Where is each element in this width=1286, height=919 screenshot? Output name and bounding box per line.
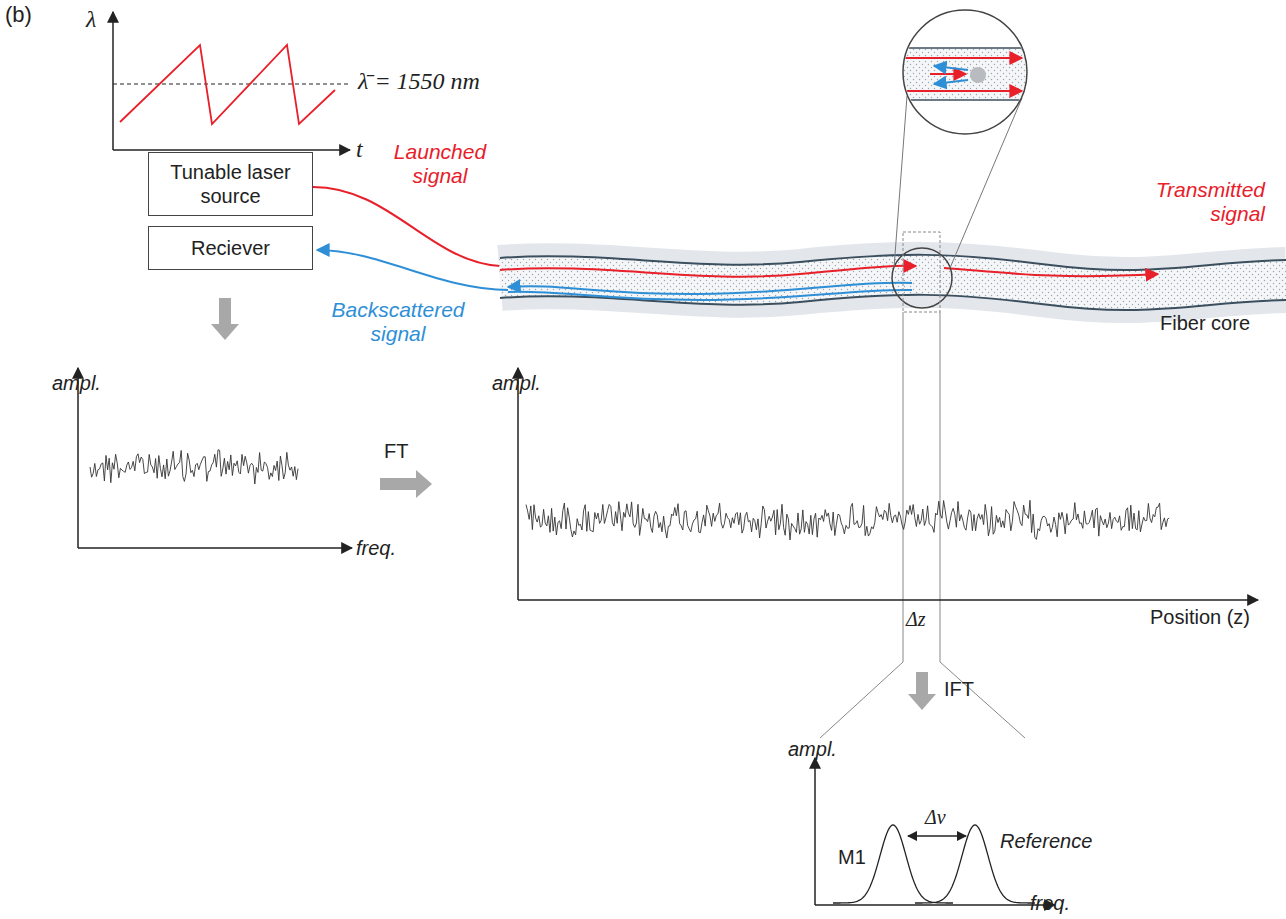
axis-label: ampl. <box>788 738 837 761</box>
signal-label: Launched signal <box>385 140 495 188</box>
axis-label: λ <box>86 6 96 34</box>
signal-label: Backscattered signal <box>318 298 478 346</box>
chart-axes <box>78 368 1258 905</box>
box-label: Tunable laser source <box>149 156 312 212</box>
part-label: Fiber core <box>1160 312 1250 335</box>
axis-label: ampl. <box>52 372 101 395</box>
box-label: Reciever <box>183 232 278 264</box>
receiver-box: Reciever <box>148 226 313 270</box>
peak-curve <box>833 825 953 903</box>
panel-label: (b) <box>5 2 32 27</box>
signal-label: Transmitted signal <box>1115 178 1265 226</box>
dimension-label: Δz <box>906 608 926 631</box>
axis-label: freq. <box>356 537 396 560</box>
laser-box: Tunable laser source <box>148 152 313 216</box>
axis-label: ampl. <box>492 372 541 395</box>
sweep-plot <box>113 12 350 150</box>
operation-label: FT <box>384 440 408 463</box>
wavelength-label: λ̄ = 1550 nm <box>358 68 480 96</box>
zoom-callout <box>892 10 1030 308</box>
peak-label: M1 <box>838 846 866 869</box>
dimension-label: Δν <box>925 806 946 829</box>
axis-label: Position (z) <box>1150 606 1250 629</box>
noise-trace <box>90 450 298 484</box>
axis-label: t <box>356 136 363 164</box>
signal-traces <box>90 450 1169 540</box>
backscatter-path <box>317 250 508 290</box>
process-arrows <box>211 298 936 710</box>
operation-label: IFT <box>944 678 974 701</box>
window-lines <box>820 232 1025 738</box>
shift-arrow <box>908 835 966 836</box>
noise-trace <box>526 500 1169 540</box>
axis-label: freq. <box>1030 892 1070 915</box>
peak-label: Reference <box>1000 830 1092 853</box>
launch-path <box>313 187 500 266</box>
